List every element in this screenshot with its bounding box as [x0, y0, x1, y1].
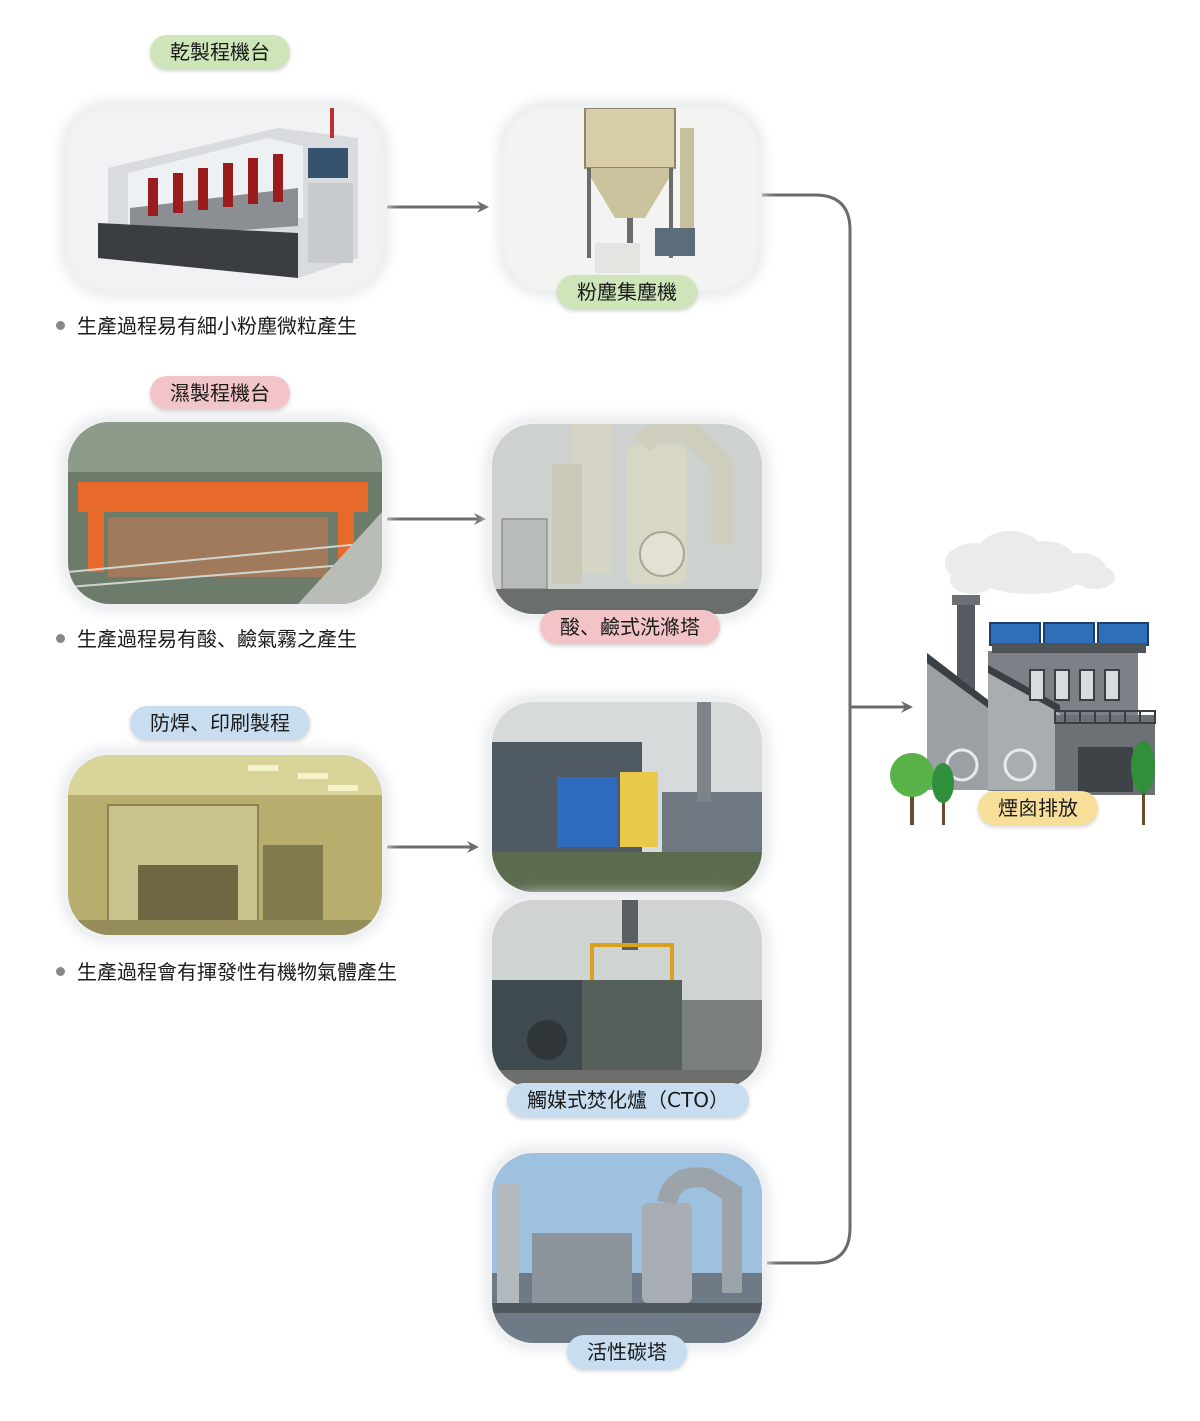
collector-line	[760, 193, 852, 1265]
smoke-cloud-icon	[945, 531, 1115, 594]
wet-process-machine-image	[68, 422, 382, 604]
tree-icon	[890, 741, 1155, 825]
dry-process-note: 生產過程易有細小粉塵微粒產生	[56, 310, 357, 339]
chimney-emission-tag: 煙囪排放	[978, 791, 1098, 825]
factory-icon	[890, 531, 1156, 825]
solder-printing-tag: 防焊、印刷製程	[130, 706, 310, 740]
dry-process-note-text: 生產過程易有細小粉塵微粒產生	[77, 314, 357, 338]
wet-process-note-text: 生產過程易有酸、鹼氣霧之產生	[77, 627, 357, 651]
scrubber-image	[492, 424, 762, 614]
bullet-icon	[56, 321, 65, 330]
solder-printing-note-text: 生產過程會有揮發性有機物氣體產生	[77, 960, 397, 984]
cto-tag: 觸媒式焚化爐（CTO）	[507, 1083, 749, 1117]
wet-process-note: 生產過程易有酸、鹼氣霧之產生	[56, 623, 357, 652]
solder-printing-image	[68, 755, 382, 935]
cto-image-bottom	[492, 900, 762, 1088]
scrubber-tag: 酸、鹼式洗滌塔	[540, 610, 720, 644]
carbon-tower-image	[492, 1153, 762, 1343]
wet-process-tag: 濕製程機台	[150, 376, 290, 410]
dry-process-tag: 乾製程機台	[150, 35, 290, 69]
cto-image-top	[492, 702, 762, 892]
bullet-icon	[56, 634, 65, 643]
dust-collector-tag: 粉塵集塵機	[557, 275, 697, 309]
dry-process-machine-image	[68, 108, 382, 290]
dust-collector-image	[505, 108, 757, 290]
solar-panel-icon	[989, 622, 1149, 653]
bullet-icon	[56, 967, 65, 976]
carbon-tower-tag: 活性碳塔	[567, 1335, 687, 1369]
solder-printing-note: 生產過程會有揮發性有機物氣體產生	[56, 956, 397, 985]
